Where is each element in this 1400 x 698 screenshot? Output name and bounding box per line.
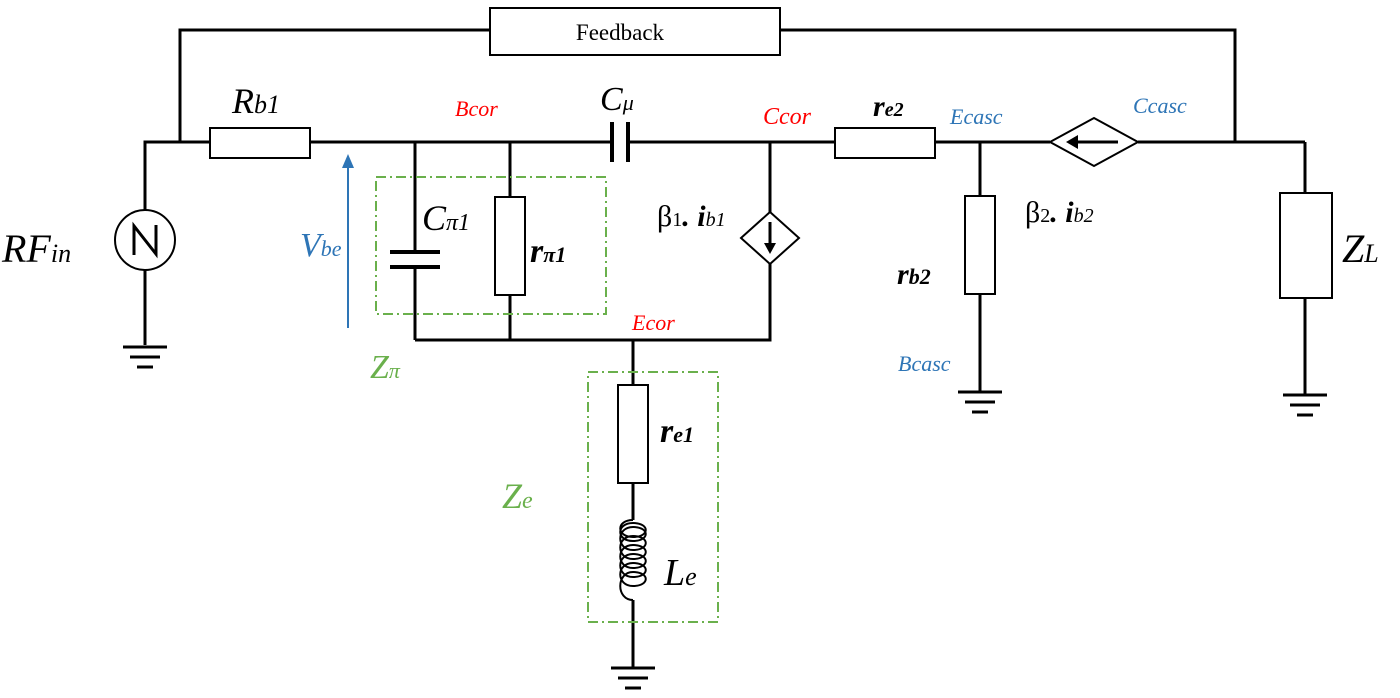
bcasc-label: Bcasc xyxy=(898,351,951,376)
ze-group-box xyxy=(587,371,719,623)
ccor-label: Ccor xyxy=(763,104,812,130)
rpi1-branch xyxy=(494,142,526,340)
arrow-down-icon xyxy=(764,243,776,254)
ecor-label: Ecor xyxy=(631,310,675,335)
resistor-rb2 xyxy=(964,195,996,295)
beta1-label: β1. ib1 xyxy=(657,200,726,233)
rb2-label: rb2 xyxy=(897,258,931,291)
ccasc-label: Ccasc xyxy=(1133,93,1187,118)
rb2-branch xyxy=(958,142,1002,414)
load-impedance-zl xyxy=(1279,192,1333,299)
ground-icon xyxy=(958,390,1002,414)
current-source-beta1 xyxy=(415,142,801,342)
ecasc-label: Ecasc xyxy=(949,104,1003,129)
zl-label: ZL xyxy=(1342,226,1379,271)
resistor-re2 xyxy=(834,127,936,159)
ground-icon xyxy=(611,666,655,690)
feedback-path: Feedback xyxy=(178,7,1237,142)
feedback-block xyxy=(489,7,781,56)
ze-label: Ze xyxy=(502,476,533,516)
sine-icon xyxy=(132,221,158,259)
rf-source xyxy=(114,140,210,369)
rf-in-label: RFin xyxy=(1,226,71,271)
zpi-label: Zπ xyxy=(370,349,401,386)
inductor-le xyxy=(619,519,647,601)
arrow-left-icon xyxy=(1066,135,1078,149)
cpi1-branch xyxy=(390,142,440,340)
capacitor-cmu xyxy=(610,122,630,162)
le-label: Le xyxy=(663,552,697,594)
resistor-re1 xyxy=(617,384,649,484)
ground-icon xyxy=(1283,393,1327,417)
arrow-up-icon xyxy=(342,154,354,168)
cmu-label: Cμ xyxy=(600,81,634,118)
rpi1-label: rπ1 xyxy=(530,233,566,270)
current-source-beta2 xyxy=(1047,116,1141,168)
resistor-rb1 xyxy=(209,127,311,159)
re2-label: re2 xyxy=(873,90,904,123)
vbe-arrow xyxy=(342,154,354,328)
ground-icon xyxy=(123,345,167,369)
resistor-rpi1 xyxy=(494,196,526,296)
cpi1-label: Cπ1 xyxy=(422,198,470,238)
emitter-branch xyxy=(611,340,655,690)
bcor-label: Bcor xyxy=(455,96,498,121)
re1-label: re1 xyxy=(660,413,694,450)
beta2-label: β2. ib2 xyxy=(1025,196,1094,229)
zl-branch xyxy=(1279,142,1333,417)
rb1-label: Rb1 xyxy=(231,81,280,121)
zpi-group-box xyxy=(375,176,607,315)
feedback-label: Feedback xyxy=(576,20,665,45)
vbe-label: Vbe xyxy=(300,227,342,264)
